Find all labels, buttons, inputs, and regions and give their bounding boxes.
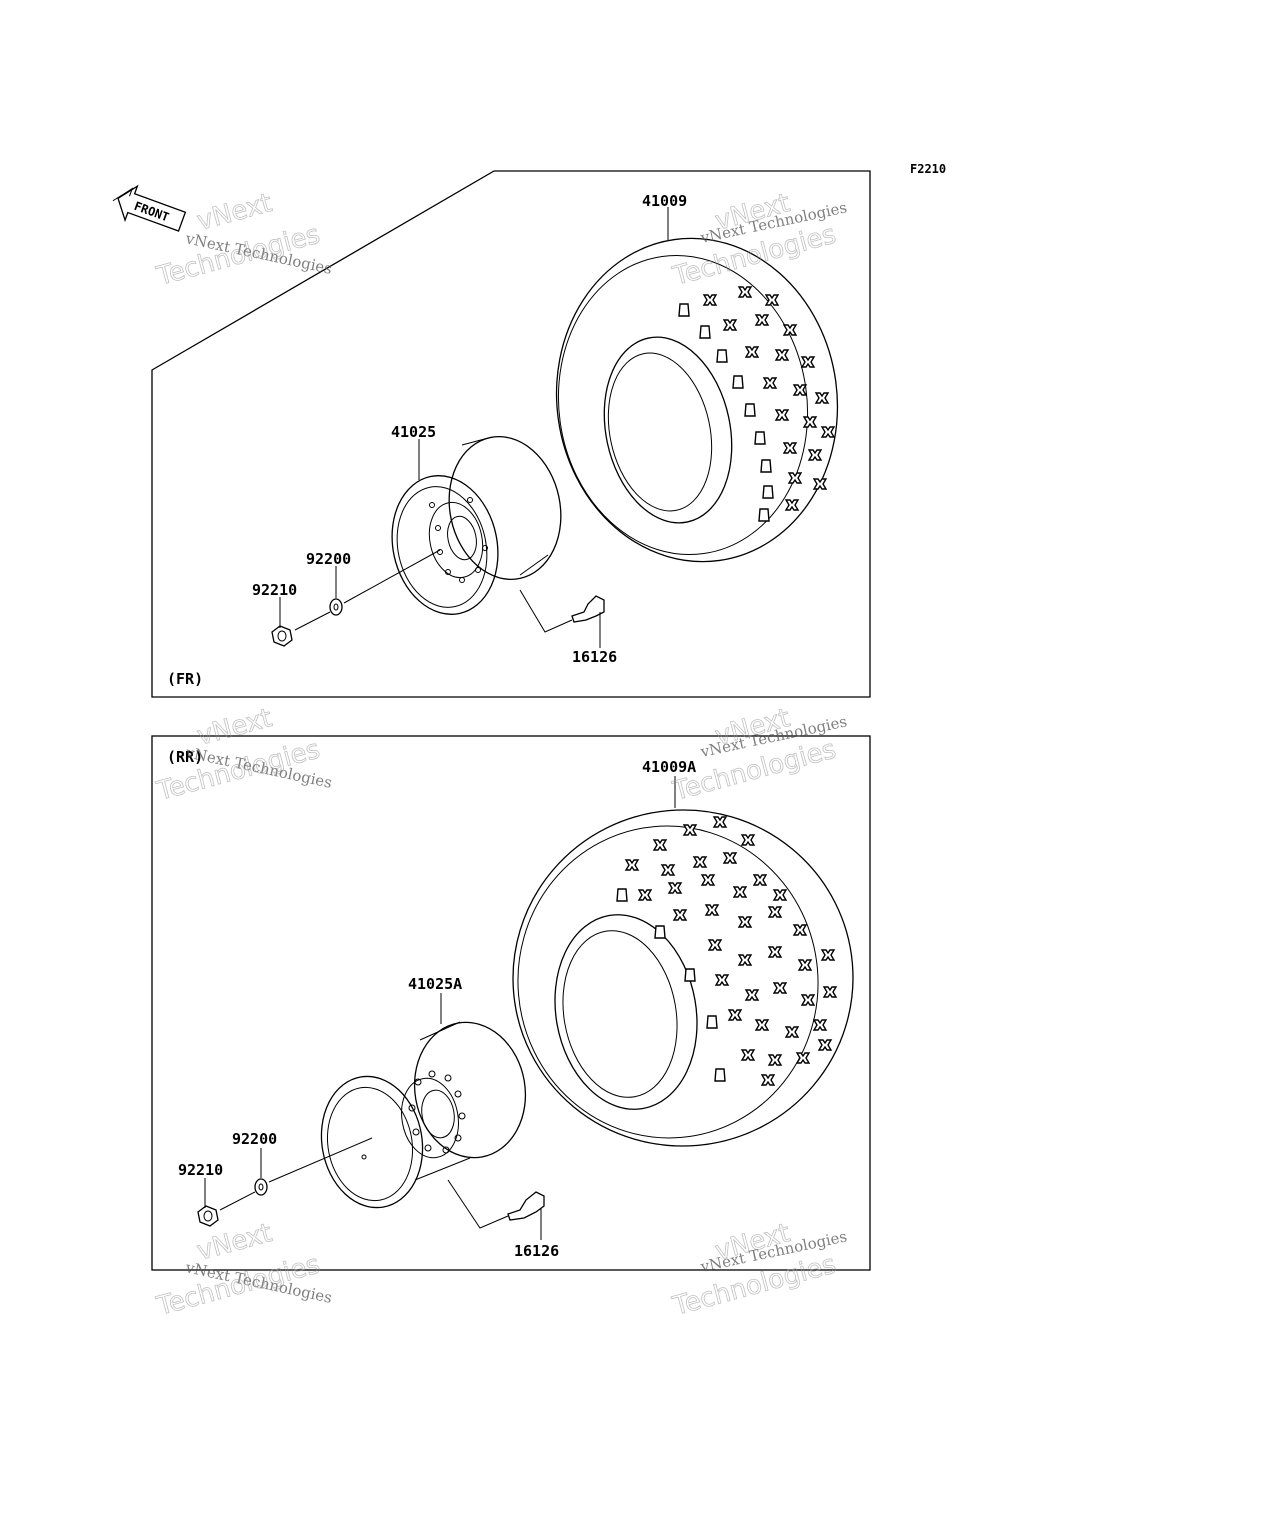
rear-tire-drawing: [512, 809, 854, 1147]
front-washer-drawing: [329, 598, 343, 616]
rear-washer-label: 92200: [232, 1130, 277, 1148]
watermark-top-right: vNext Technologies Technologies vNext: [669, 188, 849, 293]
watermark-top-left: vNext Technologies Technologies vNext: [153, 188, 334, 293]
front-nut-drawing: [271, 625, 293, 647]
front-tire-drawing: [555, 237, 839, 563]
watermark-mid-right: vNext Technologies Technologies vNext: [669, 703, 849, 808]
front-frame: [151, 170, 871, 698]
rear-section: 41009A 41025A 92200 92210 16126 (RR): [151, 735, 871, 1271]
rear-wheel-label: 41025A: [408, 975, 462, 993]
rear-frame: [151, 735, 871, 1271]
front-nut-label: 92210: [252, 581, 297, 599]
rear-washer-drawing: [254, 1178, 268, 1196]
svg-text:vNext: vNext: [194, 188, 275, 237]
front-valve-drawing: [571, 595, 605, 623]
front-washer-label: 92200: [306, 550, 351, 568]
rear-nut-drawing: [197, 1205, 219, 1227]
svg-text:vNext: vNext: [194, 1218, 275, 1267]
rear-tire-label: 41009A: [642, 758, 696, 776]
rear-wheel-drawing: [320, 1021, 527, 1209]
rear-nut-label: 92210: [178, 1161, 223, 1179]
front-valve-label: 16126: [572, 648, 617, 666]
svg-text:vNext: vNext: [194, 703, 275, 752]
front-wheel-drawing: [391, 436, 562, 615]
front-arrow-icon: FRONT: [112, 184, 187, 232]
front-tire-label: 41009: [642, 192, 687, 210]
figure-code: F2210: [910, 162, 946, 176]
front-section-tag: (FR): [167, 670, 203, 688]
front-wheel-label: 41025: [391, 423, 436, 441]
front-section: 41009 41025 92200 92210 16126 (FR): [151, 170, 871, 698]
rear-valve-label: 16126: [514, 1242, 559, 1260]
rear-section-tag: (RR): [167, 748, 203, 766]
rear-valve-drawing: [507, 1191, 545, 1221]
